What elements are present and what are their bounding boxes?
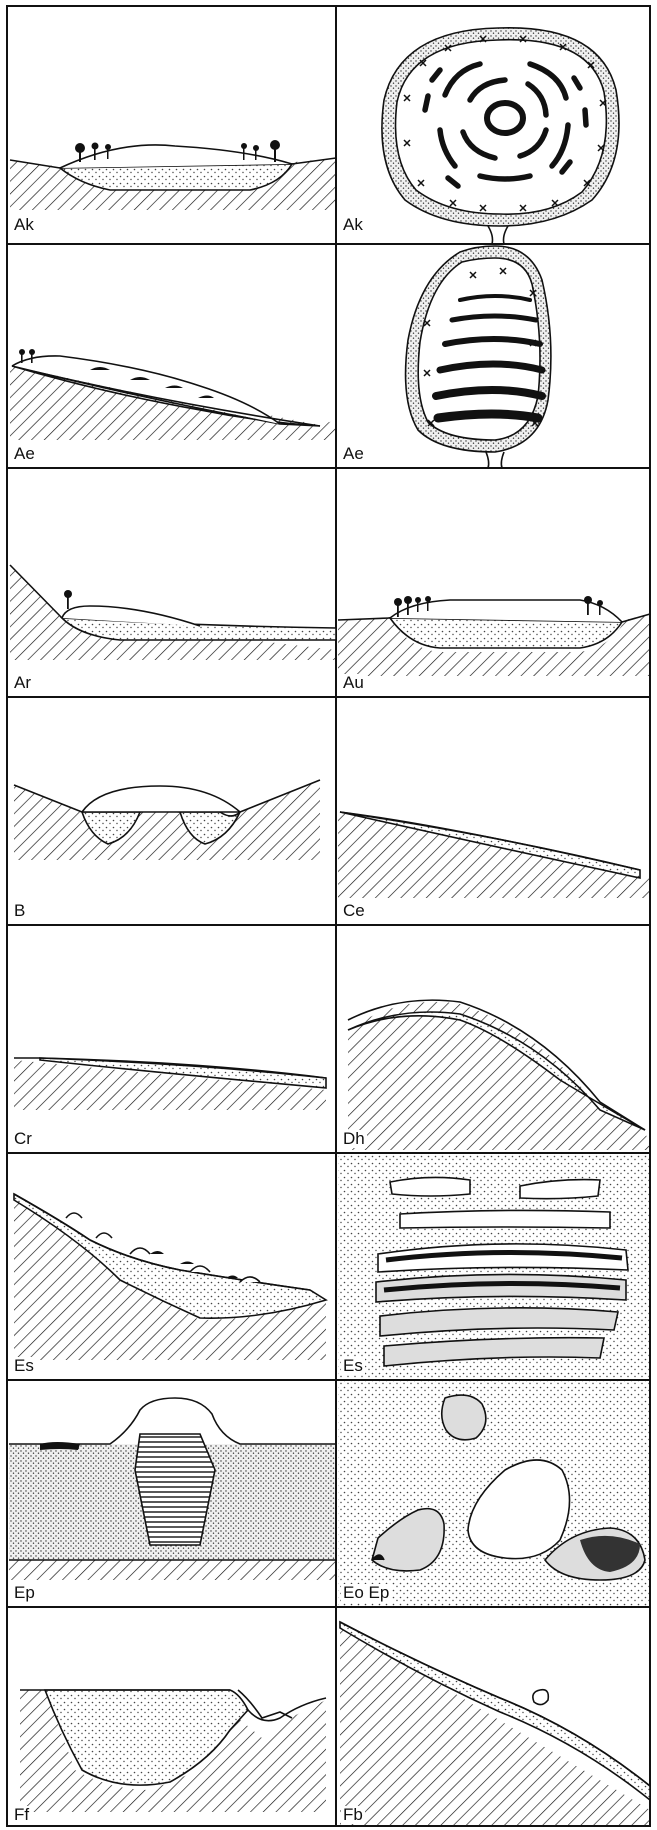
panel-label-dh-section: Dh (341, 1130, 367, 1148)
es-section-drawing (14, 1194, 326, 1360)
panel-label-ep-section: Ep (12, 1584, 37, 1602)
panel-label-ak-section: Ak (12, 216, 36, 234)
ak-plan-drawing (382, 28, 619, 244)
panel-label-ff-section: Ff (12, 1806, 31, 1824)
au-section-drawing (338, 596, 650, 676)
ep-section-drawing (9, 1398, 335, 1580)
dh-section-drawing (348, 1000, 650, 1150)
panel-label-fb-section: Fb (341, 1806, 365, 1824)
panel-label-au-section: Au (341, 674, 366, 692)
ar-section-drawing (10, 565, 336, 660)
panel-label-es-plan: Es (341, 1357, 365, 1375)
panel-label-ce-section: Ce (341, 902, 367, 920)
panel-label-es-section: Es (12, 1357, 36, 1375)
panel-label-ar-section: Ar (12, 674, 33, 692)
cr-section-drawing (14, 1058, 326, 1110)
panel-label-eo-ep-plan: Eo Ep (341, 1584, 391, 1602)
panel-label-ae-section: Ae (12, 445, 37, 463)
ak-section-drawing (10, 140, 336, 210)
ce-section-drawing (338, 812, 650, 898)
ff-section-drawing (20, 1690, 326, 1812)
fb-section-drawing (340, 1622, 650, 1826)
panel-label-cr-section: Cr (12, 1130, 34, 1148)
eo-ep-plan-drawing (338, 1381, 649, 1606)
es-plan-drawing (338, 1154, 649, 1379)
b-section-drawing (14, 780, 320, 860)
panel-label-ae-plan: Ae (341, 445, 366, 463)
panel-label-b-section: B (12, 902, 27, 920)
ae-plan-drawing (406, 246, 551, 468)
panel-label-ak-plan: Ak (341, 216, 365, 234)
ae-section-drawing (10, 349, 336, 440)
